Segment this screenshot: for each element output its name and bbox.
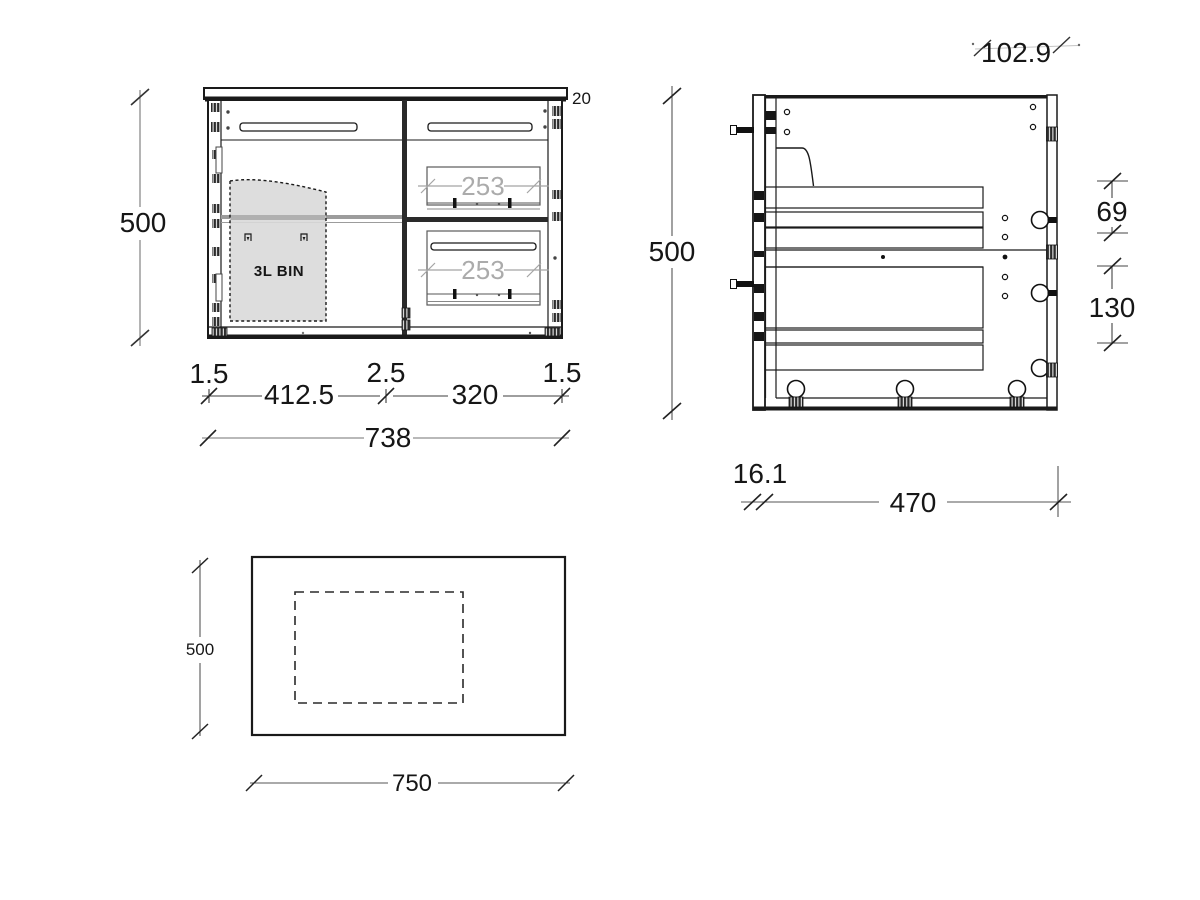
cam-lock-icon [1030, 358, 1050, 378]
front-drawer-bottom: 253 [418, 230, 549, 306]
foot-fitting-icon [895, 379, 915, 399]
plan-view: 500 750 [186, 555, 575, 797]
bin-clip-icon [244, 233, 308, 241]
side-structure [752, 94, 1058, 411]
bin-label: 3L BIN [254, 263, 304, 280]
dim-front-gap: 2.5 [367, 357, 406, 388]
front-hinge-marks-right [552, 106, 561, 322]
plan-cutout-dashed [294, 591, 464, 704]
dim-side-upper-gap: 69 [1096, 196, 1127, 227]
dim-front-total-width: 738 [365, 422, 412, 453]
dim-drawer-top-width: 253 [461, 171, 504, 201]
plan-dimensions: 500 750 [186, 557, 575, 797]
front-bin-region: 3L BIN [229, 178, 327, 322]
foot-fitting-icon [786, 379, 806, 399]
cam-lock-icon [1030, 283, 1050, 303]
dim-side-top: 102.9 [981, 37, 1051, 68]
dim-front-top-thickness: 20 [572, 89, 591, 108]
front-hinge-marks-left [211, 103, 223, 326]
front-view: 3L BIN 253 253 [120, 87, 591, 453]
dim-side-front-offset: 16.1 [733, 458, 788, 489]
dim-front-height: 500 [120, 207, 167, 238]
foot-fitting-icon [1007, 379, 1027, 399]
front-drawer-top: 253 [418, 166, 549, 210]
side-view: 500 102.9 [649, 36, 1136, 518]
cam-lock-icon [1030, 210, 1050, 230]
dim-side-lower-gap: 130 [1089, 292, 1136, 323]
dim-drawer-bottom-width: 253 [461, 255, 504, 285]
door-handle-slot [239, 122, 358, 132]
dim-front-edge-right: 1.5 [543, 357, 582, 388]
side-dimensions: 500 102.9 [649, 36, 1136, 518]
dim-side-depth: 470 [890, 487, 937, 518]
bottom-drawer-handle-slot [430, 242, 537, 251]
dim-plan-width: 750 [392, 770, 432, 797]
front-handles [226, 109, 557, 260]
dim-front-door-width: 412.5 [264, 379, 334, 410]
hinge-screw-icon [730, 125, 754, 289]
plan-top-outline [250, 555, 567, 737]
dim-front-edge-left: 1.5 [190, 358, 229, 389]
front-dimensions: 20 500 1.5 [120, 88, 591, 453]
side-fittings [730, 103, 1058, 408]
dim-plan-depth: 500 [186, 640, 214, 659]
top-drawer-handle-slot [427, 122, 533, 132]
dim-side-height: 500 [649, 236, 696, 267]
dim-front-drawer-width: 320 [452, 379, 499, 410]
